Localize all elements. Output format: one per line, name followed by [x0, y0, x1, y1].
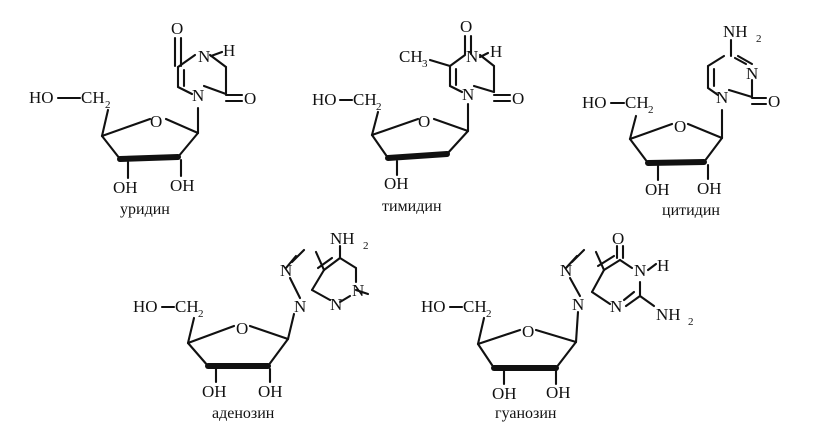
subscript-2: 2 [198, 308, 204, 320]
nitrogen-label: N [462, 85, 474, 104]
ch-label: CH [175, 297, 199, 316]
oh-label: OH [384, 174, 409, 193]
nitrogen-label: N [716, 88, 728, 107]
oh-label: OH [170, 176, 195, 195]
oxygen-label: O [244, 89, 256, 108]
subscript-3: 3 [422, 58, 428, 70]
oh-label: OH [258, 382, 283, 401]
subscript-2: 2 [756, 33, 762, 45]
nitrogen-label: N [466, 47, 478, 66]
ring-oxygen: O [418, 112, 430, 131]
ch-label: CH [353, 90, 377, 109]
subscript-2: 2 [688, 316, 694, 328]
guanosine-name: гуанозин [495, 405, 557, 422]
subscript-2: 2 [363, 240, 369, 252]
oh-label: OH [697, 179, 722, 198]
ho-label: HO [421, 297, 446, 316]
nitrogen-label: N [198, 47, 210, 66]
ho-label: HO [312, 90, 337, 109]
adenosine-structure: HO CH 2 O OH OH N N N N NH 2 аденозин [133, 229, 370, 422]
nitrogen-label: N [634, 261, 646, 280]
nitrogen-label: N [352, 281, 364, 300]
ch-label: CH [399, 47, 423, 66]
ring-oxygen: O [150, 112, 162, 131]
amino-label: NH [723, 22, 748, 41]
ch-label: CH [625, 93, 649, 112]
nitrogen-label: N [746, 64, 758, 83]
ho-label: HO [133, 297, 158, 316]
guanosine-structure: HO CH 2 O OH OH N N N N H O NH 2 гуанози… [421, 229, 694, 422]
nitrogen-label: N [330, 295, 342, 314]
oh-label: OH [546, 383, 571, 402]
nitrogen-label: N [560, 261, 572, 280]
cytidine-name: цитидин [662, 202, 720, 219]
nitrogen-label: N [192, 86, 204, 105]
ho-label: HO [29, 88, 54, 107]
nitrogen-label: N [572, 295, 584, 314]
ring-oxygen: O [674, 117, 686, 136]
uridine-name: уридин [120, 201, 170, 218]
oh-label: OH [202, 382, 227, 401]
subscript-2: 2 [376, 101, 382, 113]
subscript-2: 2 [648, 104, 654, 116]
subscript-2: 2 [105, 99, 111, 111]
uridine-structure: HO CH 2 O OH OH N N H O O уридин [29, 19, 256, 218]
subscript-2: 2 [486, 308, 492, 320]
oxygen-label: O [768, 92, 780, 111]
nitrogen-label: N [280, 261, 292, 280]
oh-label: OH [492, 384, 517, 403]
cytidine-structure: HO CH 2 O OH OH N N NH 2 O цитидин [582, 22, 780, 219]
thymidine-name: тимидин [382, 198, 442, 215]
oh-label: OH [113, 178, 138, 197]
hydrogen-label: H [490, 42, 502, 61]
oh-label: OH [645, 180, 670, 199]
ho-label: HO [582, 93, 607, 112]
ch-label: CH [463, 297, 487, 316]
nitrogen-label: N [610, 297, 622, 316]
ring-oxygen: O [522, 322, 534, 341]
thymidine-structure: HO CH 2 O OH N N H O O CH 3 тимидин [312, 17, 524, 215]
ring-oxygen: O [236, 319, 248, 338]
amino-label: NH [330, 229, 355, 248]
amino-label: NH [656, 305, 681, 324]
oxygen-label: O [171, 19, 183, 38]
hydrogen-label: H [657, 256, 669, 275]
oxygen-label: O [612, 229, 624, 248]
ch-label: CH [81, 88, 105, 107]
adenosine-name: аденозин [212, 405, 275, 422]
oxygen-label: O [512, 89, 524, 108]
hydrogen-label: H [223, 41, 235, 60]
nitrogen-label: N [294, 297, 306, 316]
oxygen-label: O [460, 17, 472, 36]
